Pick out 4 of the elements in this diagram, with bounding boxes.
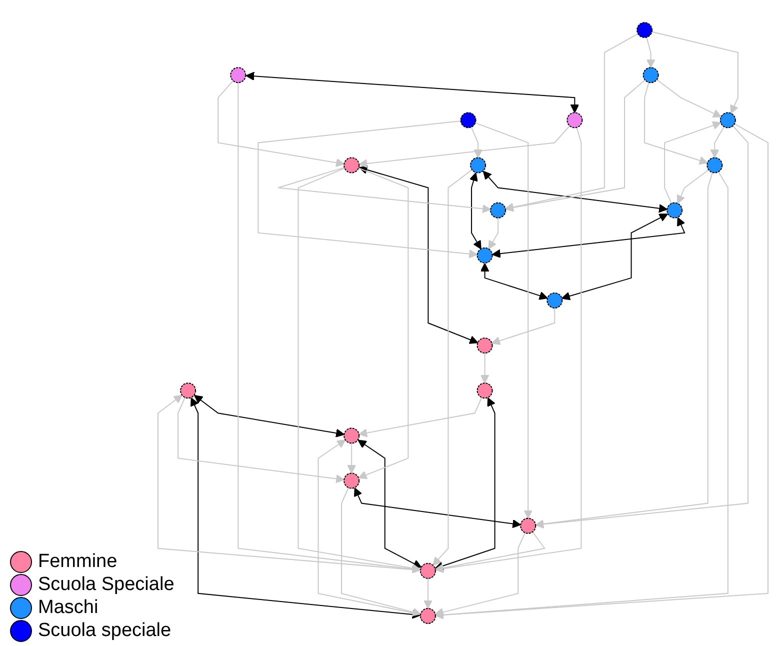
legend-label: Scuola Speciale (38, 574, 174, 596)
legend-label: Maschi (38, 596, 98, 618)
legend-label: Scuola speciale (38, 620, 172, 642)
legend-label: Femmine (38, 550, 118, 572)
